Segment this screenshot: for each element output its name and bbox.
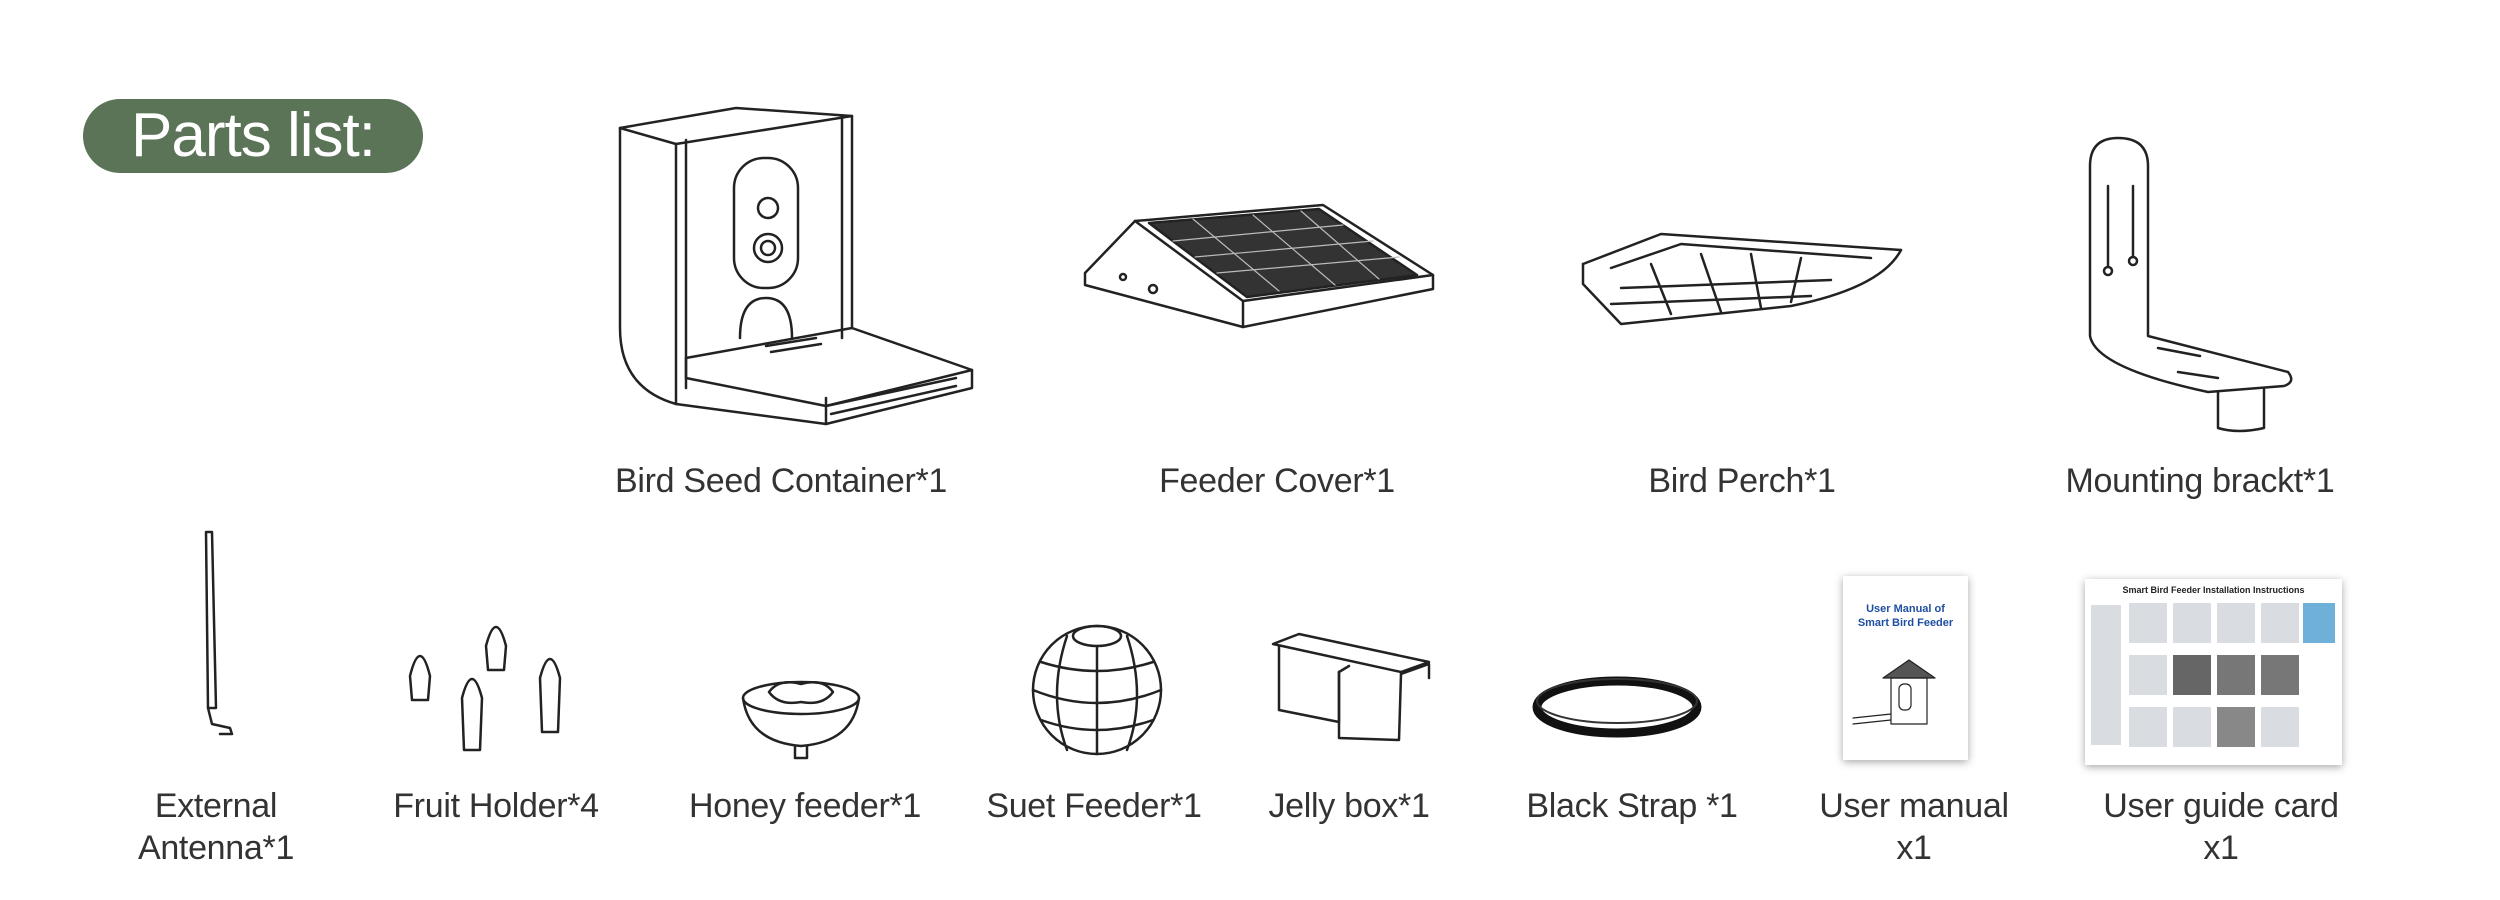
part-label-honey-feeder: Honey feeder*1 <box>688 787 922 825</box>
manual-title-line1: User Manual of <box>1866 603 1945 615</box>
mounting-bracket-image <box>2088 136 2296 433</box>
part-label-mounting-bracket: Mounting brackt*1 <box>2065 462 2335 500</box>
label-line2: x1 <box>2203 829 2239 867</box>
guide-card-title: Smart Bird Feeder Installation Instructi… <box>2122 585 2305 595</box>
manual-title-line2: Smart Bird Feeder <box>1857 617 1954 629</box>
bird-perch-image <box>1581 224 1904 328</box>
part-label-black-strap: Black Strap *1 <box>1526 787 1738 825</box>
label-line2: x1 <box>1896 829 1932 867</box>
jelly-box-image <box>1269 632 1435 742</box>
label-line1: User guide card <box>2103 787 2339 825</box>
user-manual-image: User Manual of Smart Bird Feeder <box>1843 576 1968 760</box>
part-label-feeder-cover: Feeder Cover*1 <box>1159 462 1395 500</box>
part-label-suet-feeder: Suet Feeder*1 <box>986 787 1202 825</box>
user-guide-card-image: Smart Bird Feeder Installation Instructi… <box>2085 579 2342 765</box>
antenna-image <box>200 528 240 736</box>
part-label-bird-seed-container: Bird Seed Container*1 <box>614 462 948 500</box>
black-strap-image <box>1532 675 1702 739</box>
part-label-jelly-box: Jelly box*1 <box>1268 787 1430 825</box>
feeder-cover-image <box>1083 203 1435 329</box>
label-line1: External <box>154 787 278 825</box>
suet-feeder-image <box>1027 616 1166 760</box>
part-label-bird-perch: Bird Perch*1 <box>1648 462 1836 500</box>
part-label-user-guide-card: User guide card x1 <box>2011 785 2431 869</box>
label-line2: Antenna*1 <box>137 829 295 867</box>
label-line1: User manual <box>1819 787 2009 825</box>
bird-seed-container-image <box>616 88 976 432</box>
part-label-fruit-holder: Fruit Holder*4 <box>393 787 599 825</box>
honey-feeder-image <box>739 672 864 760</box>
parts-list-title: Parts list: <box>83 99 423 173</box>
fruit-holder-image <box>400 616 568 752</box>
part-label-user-manual: User manual x1 <box>1704 785 2124 869</box>
